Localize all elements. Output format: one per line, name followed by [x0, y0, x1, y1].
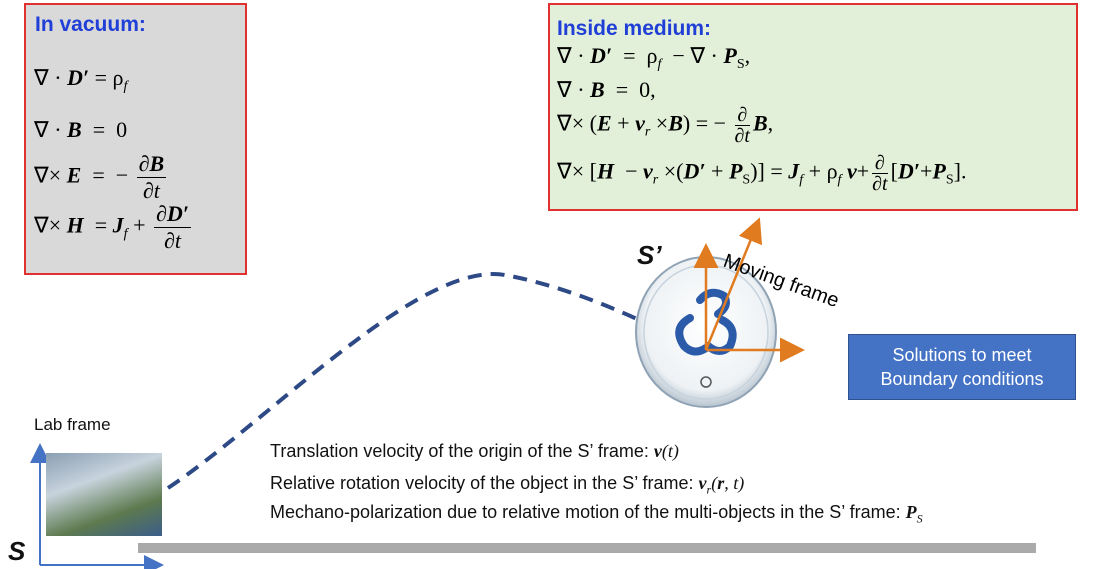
rotation-velocity-text: Relative rotation velocity of the object… — [270, 473, 744, 498]
vacuum-eq-ampere: ∇× H = Jf + ∂D′∂t — [34, 201, 191, 253]
s-prime-z-axis — [704, 217, 763, 351]
medium-eq-gauss: ∇ · D′ = ρf − ∇ · PS, — [557, 43, 751, 72]
mechano-polarization-math: PS — [905, 502, 923, 526]
s-prime-label: S’ — [637, 240, 662, 270]
solutions-line1: Solutions to meet — [892, 345, 1032, 365]
medium-equations-box: Inside medium: ∇ · D′ = ρf − ∇ · PS, ∇ ·… — [548, 3, 1078, 211]
rotation-velocity-math: vr(r, t) — [698, 473, 745, 497]
vacuum-eq-faraday: ∇× E = − ∂B∂t — [34, 151, 167, 203]
lab-frame-label: Lab frame — [34, 415, 111, 434]
translation-velocity-label: Translation velocity of the origin of th… — [270, 441, 654, 461]
medium-title: Inside medium: — [557, 17, 712, 40]
vacuum-title: In vacuum: — [35, 13, 146, 36]
rotation-velocity-label: Relative rotation velocity of the object… — [270, 473, 699, 493]
vacuum-equations-box: In vacuum: ∇ · D′ = ρf ∇ · B = 0 ∇× E = … — [24, 3, 247, 275]
athlete-image — [46, 453, 162, 536]
ground-line — [138, 543, 1036, 553]
trajectory-path — [166, 272, 661, 490]
medium-eq-magnetic: ∇ · B = 0, — [557, 77, 656, 102]
mechano-polarization-label: Mechano-polarization due to relative mot… — [270, 502, 906, 522]
vacuum-eq-magnetic: ∇ · B = 0 — [34, 117, 128, 142]
vacuum-eq-gauss: ∇ · D′ = ρf — [34, 65, 128, 94]
s-label: S — [8, 536, 26, 566]
solutions-line2: Boundary conditions — [880, 369, 1044, 389]
translation-velocity-text: Translation velocity of the origin of th… — [270, 441, 679, 462]
medium-eq-ampere: ∇× [H − vr ×(D′ + PS)] = Jf + ρf v+∂∂t[D… — [557, 152, 967, 195]
translation-velocity-math: v(t) — [653, 441, 679, 461]
solutions-button[interactable]: Solutions to meet Boundary conditions — [848, 334, 1076, 400]
mechano-polarization-text: Mechano-polarization due to relative mot… — [270, 502, 923, 527]
